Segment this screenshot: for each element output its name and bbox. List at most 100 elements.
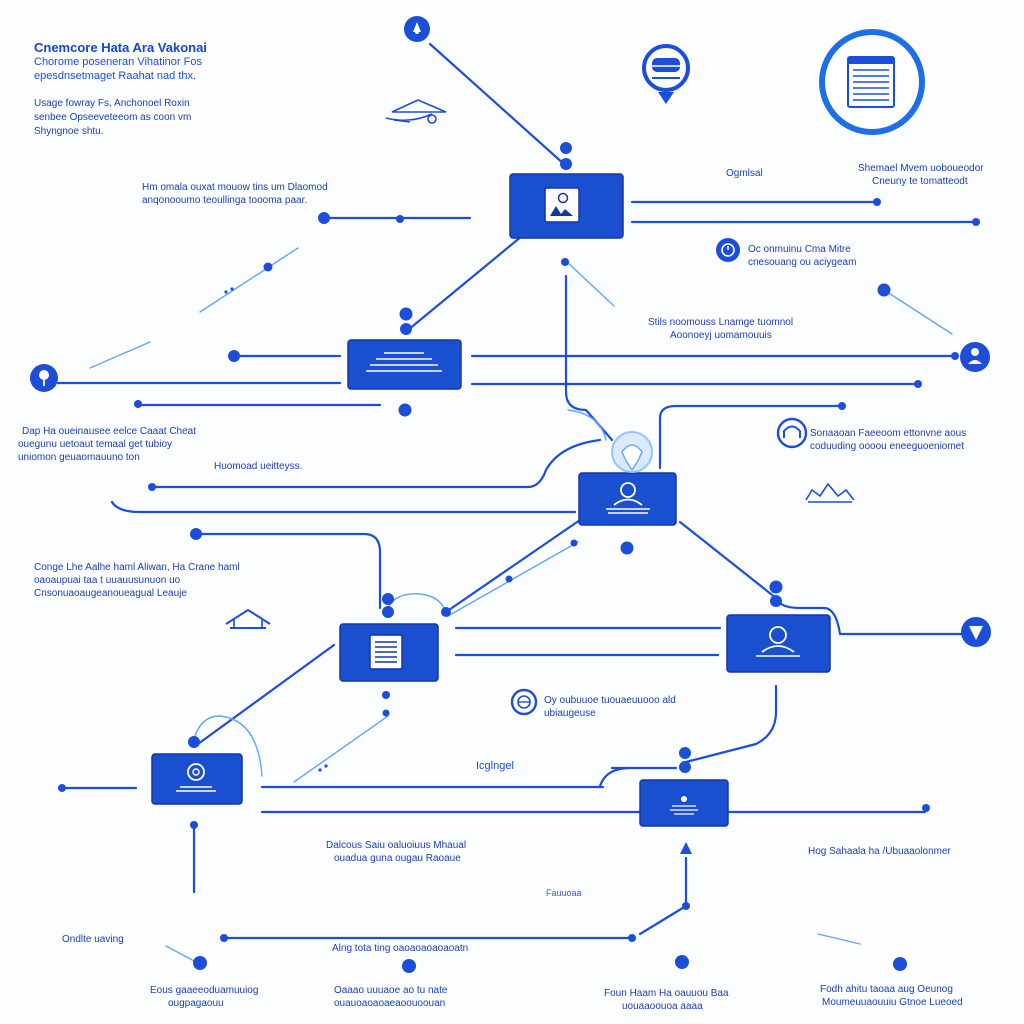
lightbulb-halo-icon [611,431,653,473]
node-b[interactable] [347,339,462,390]
accent-center-1 [566,261,615,307]
dot [134,400,142,408]
dot [838,402,846,410]
dot [560,158,572,170]
label-mid-2: Icglngel [476,760,514,772]
node-d[interactable] [339,623,439,682]
bell-icon [642,44,690,104]
edge-bottom-diag [638,904,688,936]
footer-2b: ouauoaoaoaeaoouoouan [334,998,446,1009]
timer-icon [716,238,740,262]
edge-node-c-to-node-d [444,518,582,614]
lightbulb-icon [187,763,205,781]
lightbulb-icon-base [176,786,216,792]
edge-node-c-left [150,438,602,489]
edge-node-e-to-node-g [684,684,778,764]
label-left-2c: uniomon geuaomauuno ton [18,452,140,463]
clipboard-icon [681,796,687,802]
dot [770,595,782,607]
label-left-2d: Huomoad ueitteyss. [214,461,303,472]
dot [318,768,322,772]
dot [324,764,328,768]
house-icon [225,608,271,629]
location-circle-icon [30,364,58,392]
accent-curve-3 [567,409,607,441]
label-left-3b: oaoaupuai taa t uuauusunuon uo [34,575,181,586]
browser-window-icon [819,29,925,135]
dot [682,902,690,910]
dot [873,198,881,206]
dot [402,959,416,973]
label-mid-3b: ouadua guna ougau Raoaue [334,853,461,864]
dot [188,736,200,748]
edge-node-c-top-right [658,404,844,470]
accent-mid-1 [447,541,579,617]
edge-node-g-curve [598,766,632,788]
hat-icon [385,99,447,124]
dot [396,215,404,223]
person-icon-head [769,626,787,644]
node-a[interactable] [509,173,624,239]
dot [679,761,691,773]
footer-3b: uouaaoouoa aaaa [622,1001,703,1012]
label-left-2b: ouegunu uetoaut temaal get tubioy [18,439,173,450]
edge-node-a-down [564,274,614,442]
edge-node-d-to-node-f [196,643,336,746]
image-icon-sun [557,192,569,204]
headset-circle-icon [776,417,808,449]
accent-left-2 [89,341,151,369]
dot [675,955,689,969]
globe-circle-icon [510,688,538,716]
accent-lines [89,247,953,963]
label-right-2a: Shemael Mvem uoboueodor [858,163,984,174]
dot [382,606,394,618]
node-f[interactable] [151,753,243,805]
user-circle-icon [960,342,990,372]
dot [893,957,907,971]
node-g-box[interactable] [639,779,729,827]
node-f-box[interactable] [151,753,243,805]
dot [382,593,394,605]
diagram-subtitle-2: epesdnsetmaget Raahat nad thx. [34,70,197,82]
diagram-title: Cnemcore Hata Ara Vakonai [34,40,207,55]
dot [220,934,228,942]
dot [382,691,390,699]
intro-line-3: Shyngnoe shtu. [34,126,104,137]
dot [914,380,922,388]
triangle-icon [680,842,692,854]
dot [922,804,930,812]
dot [398,403,412,417]
dot [230,287,234,291]
label-right-3b: cnesouang ou aciygeam [748,257,857,268]
document-icon-lines [375,641,397,663]
node-g[interactable] [639,779,729,827]
dot [318,212,330,224]
label-right-3a: Oc onmuinu Cma Mitre [748,244,851,255]
dot [58,784,66,792]
dot [505,575,513,583]
dot [193,956,207,970]
edge-node-d-left-hook [194,532,382,610]
edge-node-c-down-right [678,520,778,600]
accent-left-1 [199,247,299,313]
server-icon [366,352,442,372]
dot [190,821,198,829]
footer-1a: Eous gaaeeoduamuuiog [150,985,259,996]
node-e[interactable] [726,614,831,673]
accent-bottom-left [165,945,197,963]
dots [58,142,982,973]
person-icon [761,645,795,653]
image-icon-mountains [550,206,573,216]
label-center-1b: Aoonoeyj uomamouuis [670,330,772,341]
label-bottom-left: Ondlte uaving [62,934,124,945]
dot [190,528,202,540]
label-right-4b: coduuding oooou eneeguoeniomet [810,441,965,452]
dot [400,323,412,335]
intro-line-1: Usage fowray Fs, Anchonoel Roxin [34,98,190,109]
dot [972,218,980,226]
label-center-1a: Stils noomouss Lnamge tuomnol [648,317,794,328]
node-c[interactable] [578,472,677,526]
connectors [56,42,980,940]
label-left-3a: Conge Lhe Aalhe haml Aliwan, Ha Crane ha… [34,562,240,573]
